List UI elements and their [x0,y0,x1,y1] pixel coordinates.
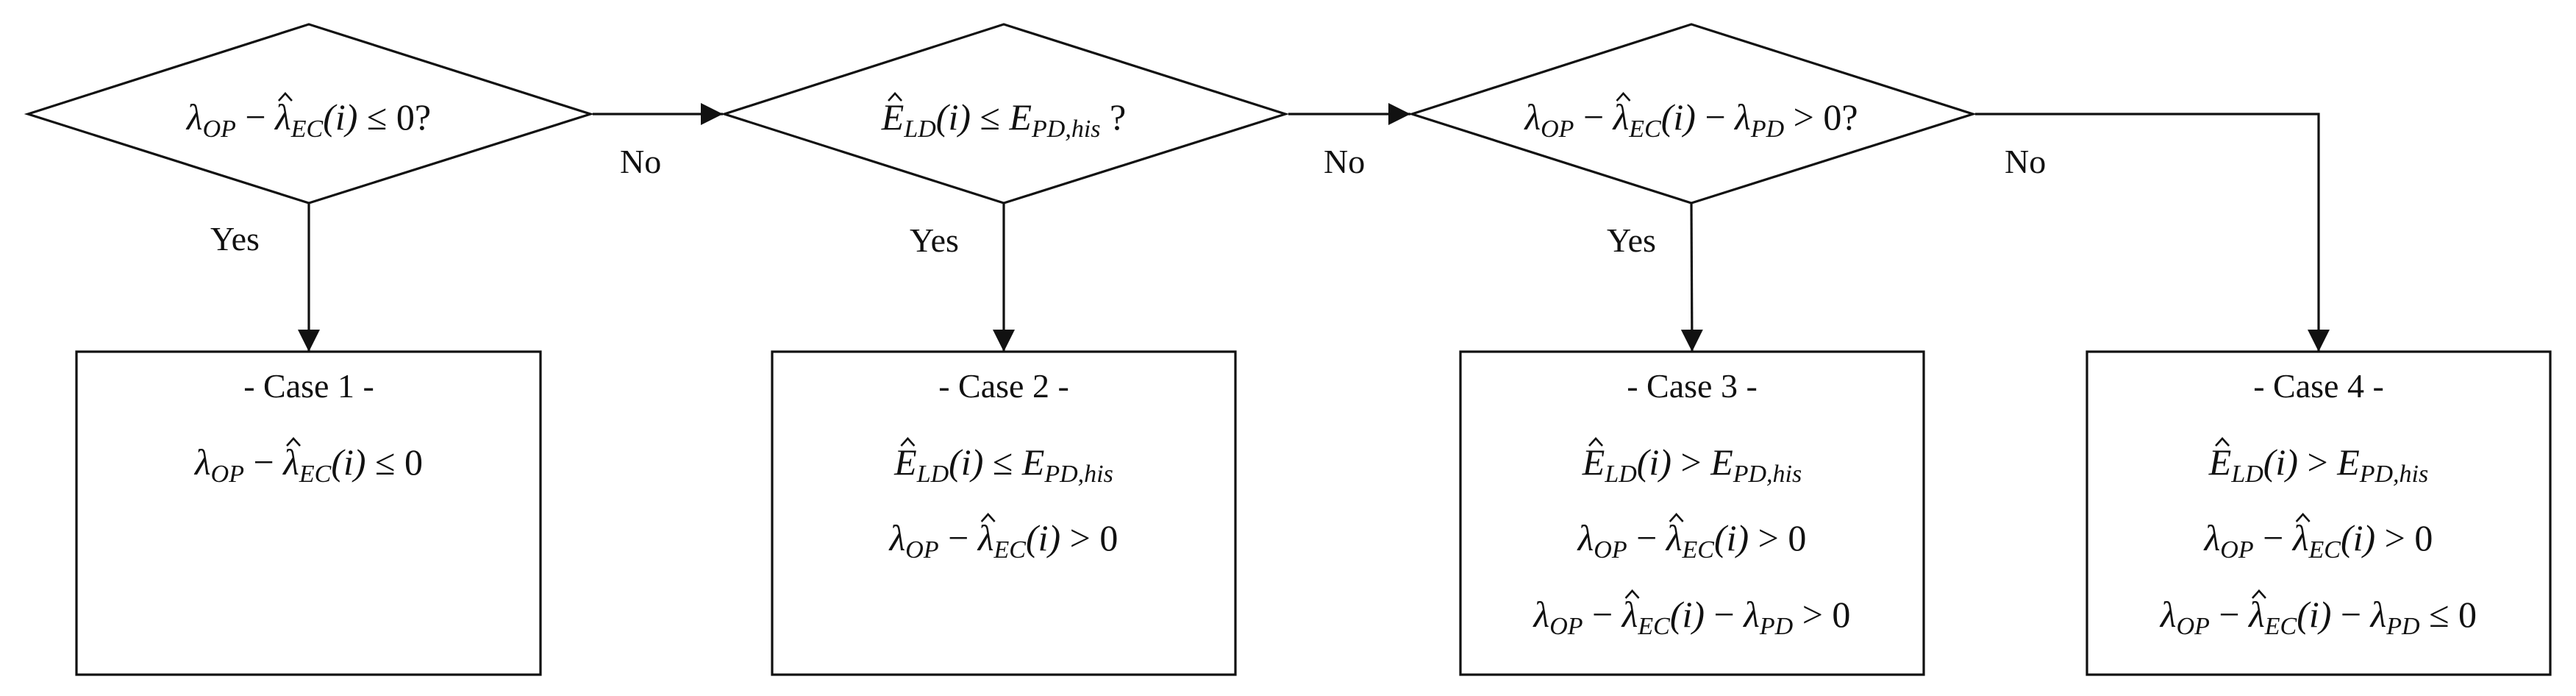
case-box-2 [771,350,1237,676]
hat-accent [2295,513,2311,522]
condition-2: ELD(i) ≤ EPD,his ? [881,96,1126,143]
case-title-2: - Case 2 - [938,367,1069,405]
case4-condition-3: λOP − λEC(i) − λPD ≤ 0 [2159,594,2477,640]
case3-condition-1: ELD(i) > EPD,his [1582,441,1802,488]
case-box-1 [75,350,542,676]
hat-accent [2251,589,2266,599]
hat-accent [286,437,302,447]
hat-accents [277,92,2311,599]
no-label-3: No [2005,143,2046,180]
hat-accent [900,437,916,447]
case3-condition-2: λOP − λEC(i) > 0 [1577,517,1807,564]
case2-condition-1: ELD(i) ≤ EPD,his [893,441,1113,488]
no-label-2: No [1324,143,1365,180]
condition-1: λOP − λEC(i) ≤ 0? [185,96,431,143]
yes-label-2: Yes [910,221,959,259]
case-box-4 [2086,350,2552,676]
decision-diamond-2 [720,23,1290,205]
decision-diamond-3 [1407,23,1977,205]
hat-accent [888,92,903,102]
yes-label-3: Yes [1607,221,1656,259]
condition-3: λOP − λEC(i) − λPD > 0? [1523,96,1858,143]
hat-accent [1669,513,1684,522]
hat-accent [980,513,996,522]
case4-condition-1: ELD(i) > EPD,his [2208,441,2428,488]
decision-diamond-1 [24,23,595,205]
arrow-d3-to-case3 [1680,202,1703,352]
case-title-1: - Case 1 - [243,367,374,405]
hat-accent [1624,589,1640,599]
case2-condition-2: λOP − λEC(i) > 0 [888,517,1118,564]
case3-condition-3: λOP − λEC(i) − λPD > 0 [1533,594,1851,640]
hat-accent [277,92,293,102]
hat-accent [2215,437,2230,447]
no-label-1: No [620,143,661,180]
case-title-4: - Case 4 - [2253,367,2384,405]
case1-condition: λOP − λEC(i) ≤ 0 [193,441,423,488]
case-box-3 [1459,350,1925,676]
hat-accent [1588,437,1604,447]
yes-label-1: Yes [210,220,260,258]
case4-condition-2: λOP − λEC(i) > 0 [2203,517,2433,564]
hat-accent [1616,92,1631,102]
connectors [298,103,2330,352]
arrow-d3-to-case4 [1975,113,2330,352]
case-title-3: - Case 3 - [1627,367,1758,405]
